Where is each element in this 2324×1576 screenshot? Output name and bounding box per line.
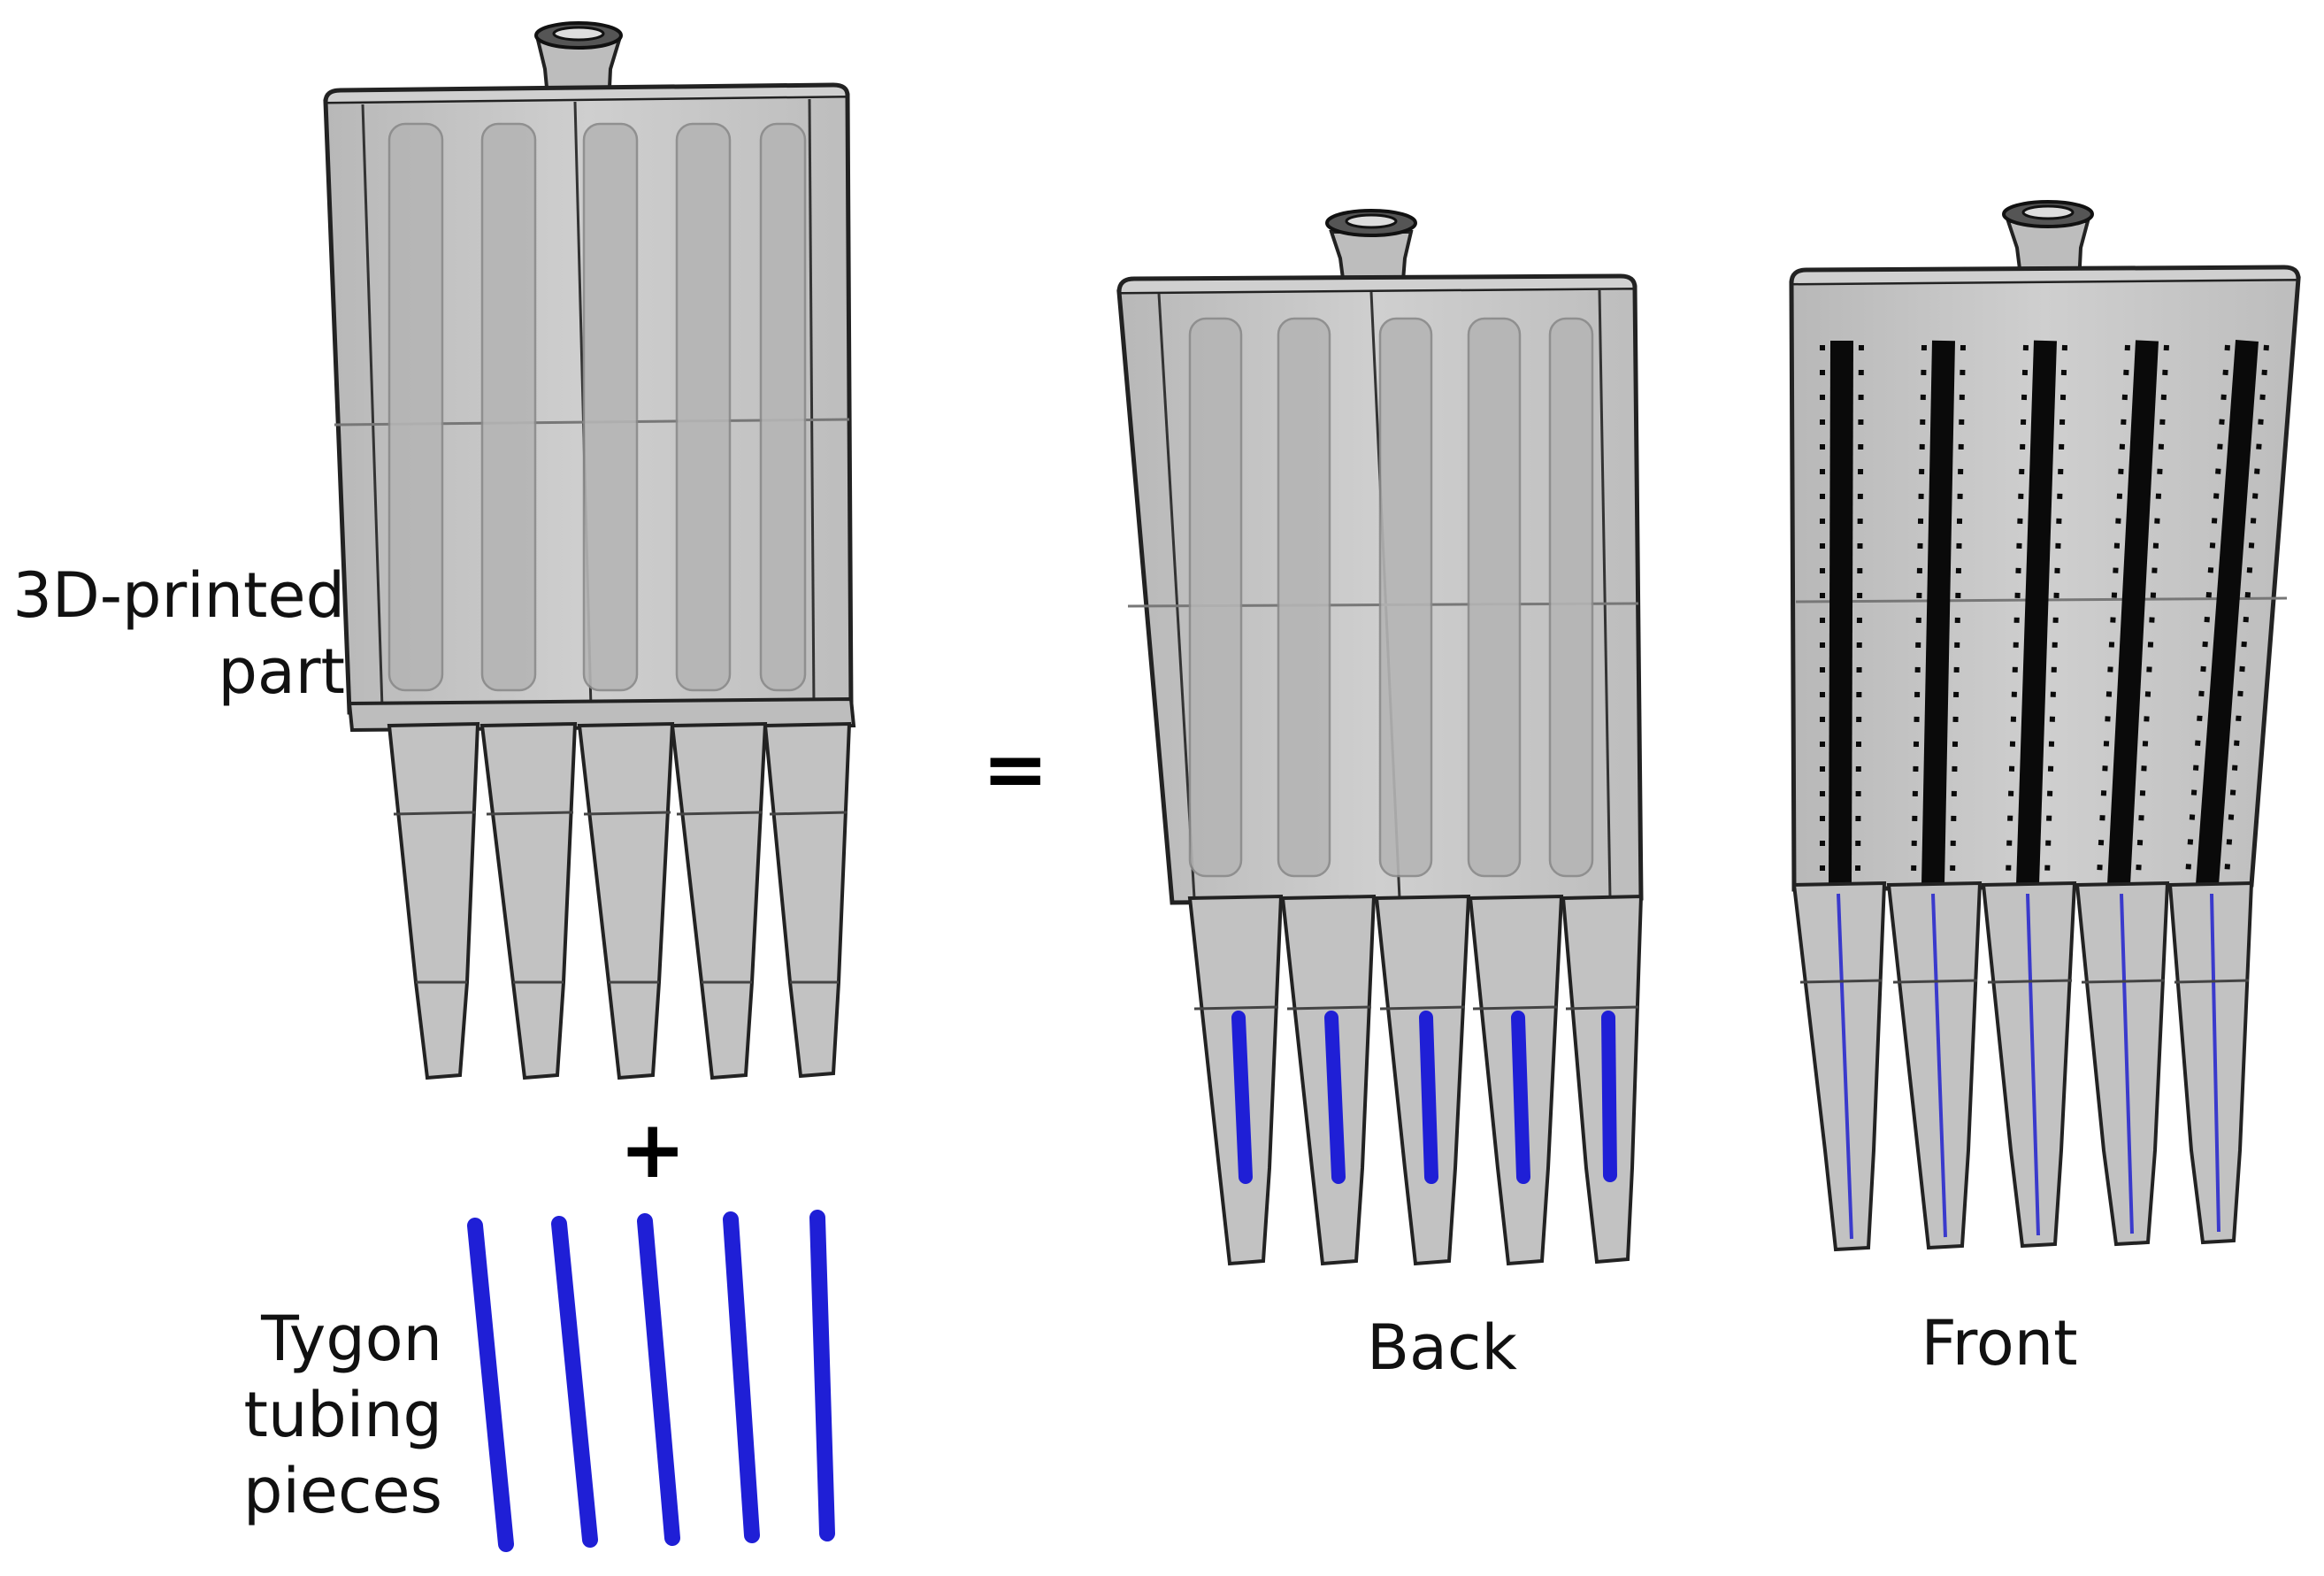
assembly-back-view bbox=[1116, 209, 1644, 1266]
tubing-piece bbox=[809, 1210, 835, 1541]
equals-symbol: = bbox=[982, 723, 1049, 816]
printed-part-label-line1: 3D-printed bbox=[12, 559, 345, 632]
tubing-piece bbox=[467, 1218, 514, 1552]
tubing-label-line3: pieces bbox=[243, 1455, 442, 1527]
front-view-label: Front bbox=[1921, 1307, 2078, 1380]
tubing-label-line1: Tygon bbox=[261, 1303, 442, 1375]
tubing-pieces bbox=[467, 1210, 835, 1552]
tubing-piece bbox=[723, 1211, 760, 1543]
printed-part-label-line2: part bbox=[218, 635, 345, 708]
tubing-piece bbox=[551, 1216, 598, 1548]
plus-symbol: + bbox=[619, 1103, 686, 1196]
tubing-piece bbox=[637, 1213, 680, 1546]
assembly-front-view bbox=[1789, 200, 2301, 1252]
printed-part bbox=[323, 21, 856, 1080]
tubing-label-line2: tubing bbox=[243, 1379, 443, 1451]
back-view-label: Back bbox=[1367, 1311, 1517, 1384]
